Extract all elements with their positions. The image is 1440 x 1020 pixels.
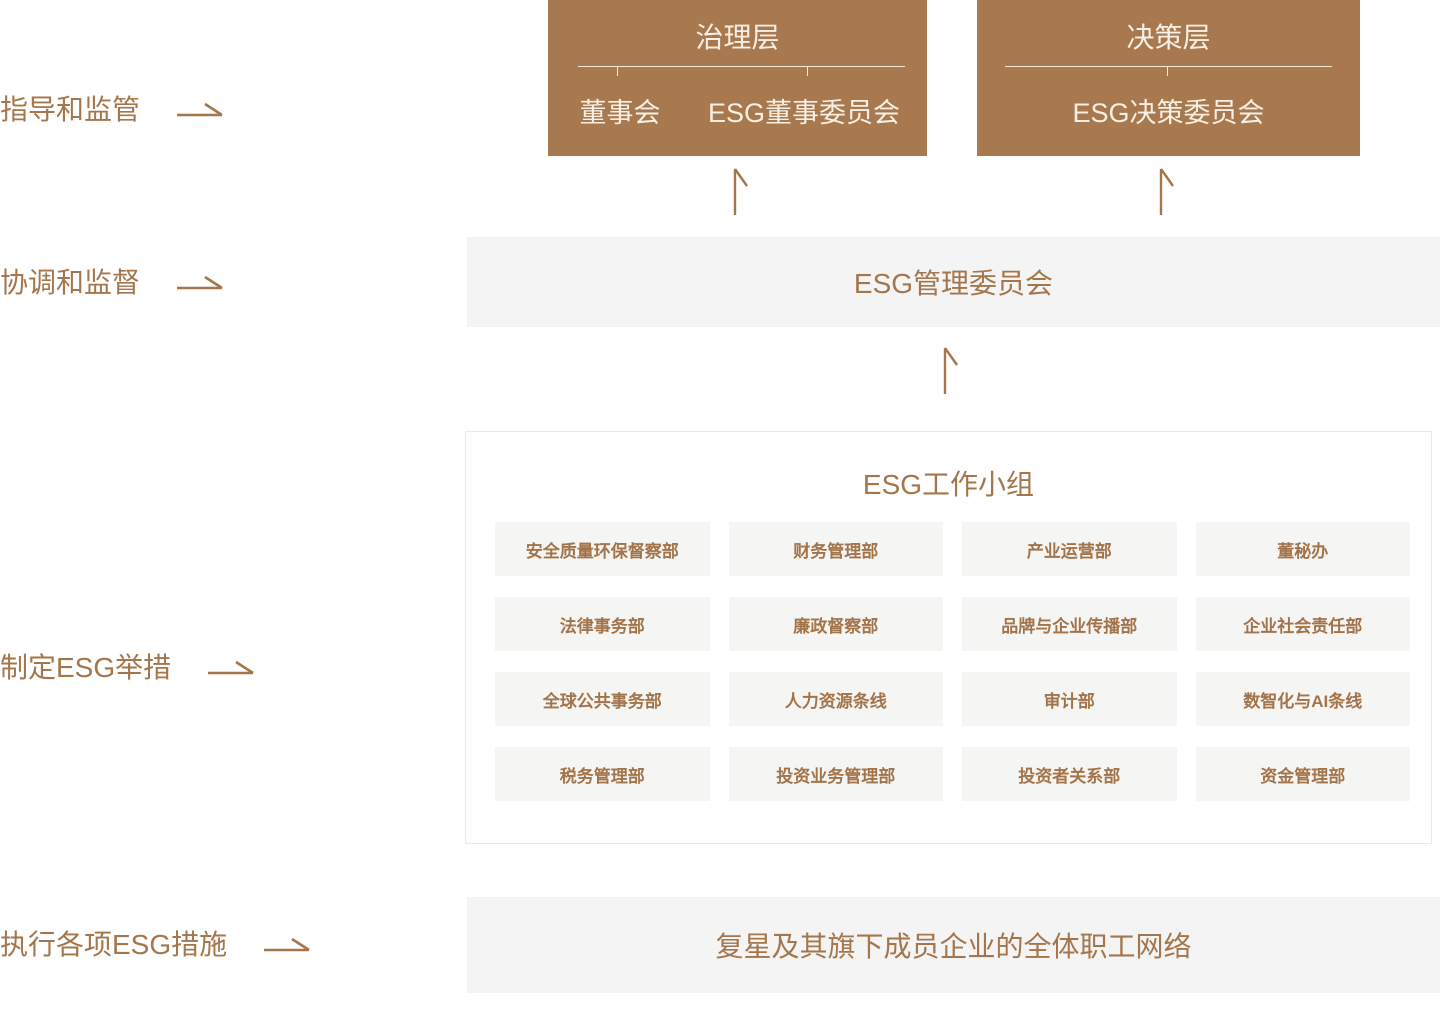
governance-layer-box: 治理层 董事会 ESG董事委员会 bbox=[548, 0, 927, 156]
department-cell: 品牌与企业传播部 bbox=[962, 597, 1177, 651]
esg-management-committee-label: ESG管理委员会 bbox=[853, 268, 1054, 299]
department-cell: 审计部 bbox=[962, 672, 1177, 726]
connector-tick bbox=[617, 66, 618, 76]
esg-working-group-title: ESG工作小组 bbox=[862, 469, 1035, 500]
esg-board-committee-label: ESG董事委员会 bbox=[707, 98, 901, 128]
department-cell: 法律事务部 bbox=[495, 597, 710, 651]
connector-line bbox=[1005, 66, 1332, 67]
decision-layer-box: 决策层 ESG决策委员会 bbox=[977, 0, 1360, 156]
department-cell: 财务管理部 bbox=[728, 522, 943, 576]
connector-tick bbox=[807, 66, 808, 76]
arrow-up-icon bbox=[731, 167, 751, 222]
esg-management-committee-bar: ESG管理委员会 bbox=[467, 237, 1440, 327]
row-label-text: 制定ESG举措 bbox=[0, 652, 172, 683]
arrow-up-icon bbox=[941, 346, 961, 401]
staff-network-bar: 复星及其旗下成员企业的全体职工网络 bbox=[467, 897, 1440, 993]
connector-tick bbox=[1167, 66, 1168, 76]
department-cell: 企业社会责任部 bbox=[1195, 597, 1410, 651]
governance-layer-title: 治理层 bbox=[695, 22, 780, 53]
arrow-right-icon bbox=[176, 101, 224, 119]
row-label-guidance: 指导和监管 bbox=[0, 93, 224, 127]
department-cell: 产业运营部 bbox=[962, 522, 1177, 576]
connector-line bbox=[578, 66, 905, 67]
board-of-directors-label: 董事会 bbox=[579, 98, 661, 128]
department-cell: 廉政督察部 bbox=[728, 597, 943, 651]
row-label-coordination: 协调和监督 bbox=[0, 266, 224, 300]
department-cell: 董秘办 bbox=[1195, 522, 1410, 576]
arrow-right-icon bbox=[207, 659, 255, 677]
esg-decision-committee-label: ESG决策委员会 bbox=[1072, 98, 1265, 128]
department-cell: 投资者关系部 bbox=[962, 747, 1177, 801]
esg-working-group-box: ESG工作小组 安全质量环保督察部财务管理部产业运营部董秘办法律事务部廉政督察部… bbox=[465, 431, 1432, 844]
department-cell: 安全质量环保督察部 bbox=[495, 522, 710, 576]
department-cell: 税务管理部 bbox=[495, 747, 710, 801]
row-label-formulate: 制定ESG举措 bbox=[0, 651, 255, 685]
staff-network-label: 复星及其旗下成员企业的全体职工网络 bbox=[715, 931, 1192, 962]
row-label-text: 执行各项ESG措施 bbox=[0, 929, 228, 960]
department-cell: 全球公共事务部 bbox=[495, 672, 710, 726]
decision-layer-title: 决策层 bbox=[1126, 22, 1211, 53]
row-label-text: 协调和监督 bbox=[0, 267, 141, 298]
department-grid: 安全质量环保督察部财务管理部产业运营部董秘办法律事务部廉政督察部品牌与企业传播部… bbox=[495, 522, 1410, 801]
department-cell: 资金管理部 bbox=[1195, 747, 1410, 801]
department-cell: 投资业务管理部 bbox=[728, 747, 943, 801]
row-label-execute: 执行各项ESG措施 bbox=[0, 928, 311, 962]
department-cell: 人力资源条线 bbox=[728, 672, 943, 726]
arrow-up-icon bbox=[1157, 167, 1177, 222]
arrow-right-icon bbox=[263, 936, 311, 954]
department-cell: 数智化与AI条线 bbox=[1195, 672, 1410, 726]
arrow-right-icon bbox=[176, 274, 224, 292]
row-label-text: 指导和监管 bbox=[0, 94, 141, 125]
